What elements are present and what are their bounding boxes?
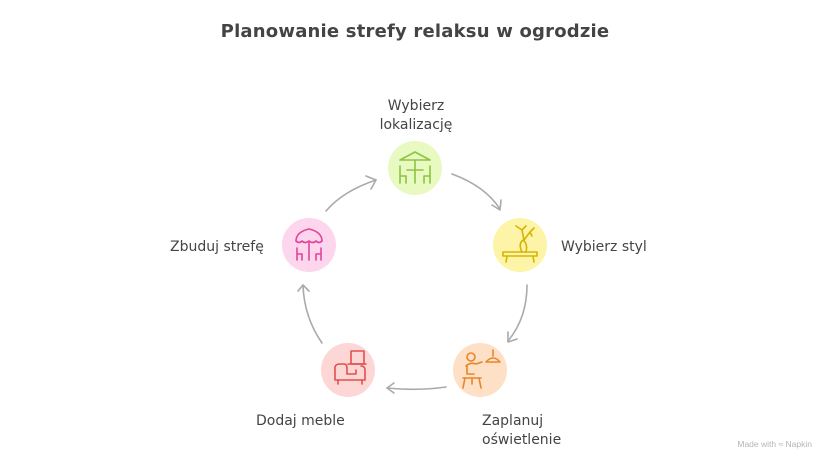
cycle-arrows [297, 173, 528, 394]
bench-plant-icon [502, 225, 538, 263]
step-3-node [453, 343, 507, 397]
made-with-napkin-footer[interactable]: Made with ≈ Napkin [737, 439, 812, 449]
step-3-label: Zaplanuj oświetlenie [482, 412, 561, 450]
step-3-label-line2: oświetlenie [482, 432, 562, 448]
arrow-step5-to-step1 [325, 175, 377, 212]
step-4-circle [321, 343, 375, 397]
person-hanging-lamp-icon [462, 349, 501, 389]
umbrella-chairs-icon [295, 228, 323, 261]
sofa-icon [334, 350, 367, 385]
step-1-label-line2: lokalizację [379, 117, 453, 133]
napkin-brand-text: Napkin [785, 439, 812, 449]
made-with-text: Made with [737, 439, 777, 449]
step-4-label-line1: Dodaj meble [256, 413, 345, 429]
arrow-step3-to-step4 [386, 382, 447, 394]
diagram-title: Planowanie strefy relaksu w ogrodzie [220, 21, 610, 42]
step-5-label: Zbuduj strefę [170, 238, 264, 257]
step-2-node [493, 218, 547, 272]
step-4-node [321, 343, 375, 397]
step-2-label-line1: Wybierz styl [561, 239, 647, 255]
step-1-label: Wybierz lokalizację [371, 97, 461, 135]
patio-umbrella-table-icon [399, 151, 431, 184]
step-3-label-line1: Zaplanuj [482, 413, 544, 429]
step-3-circle [453, 343, 507, 397]
napkin-logo-icon: ≈ [778, 439, 784, 449]
step-1-label-line1: Wybierz [387, 98, 445, 114]
arrow-step1-to-step2 [451, 173, 502, 211]
arrow-step2-to-step3 [507, 284, 528, 343]
step-4-label: Dodaj meble [256, 412, 345, 431]
step-2-label: Wybierz styl [561, 238, 647, 257]
step-5-node [282, 218, 336, 272]
arrow-step4-to-step5 [297, 284, 323, 344]
step-5-label-line1: Zbuduj strefę [170, 239, 264, 255]
step-1-node [388, 141, 442, 195]
